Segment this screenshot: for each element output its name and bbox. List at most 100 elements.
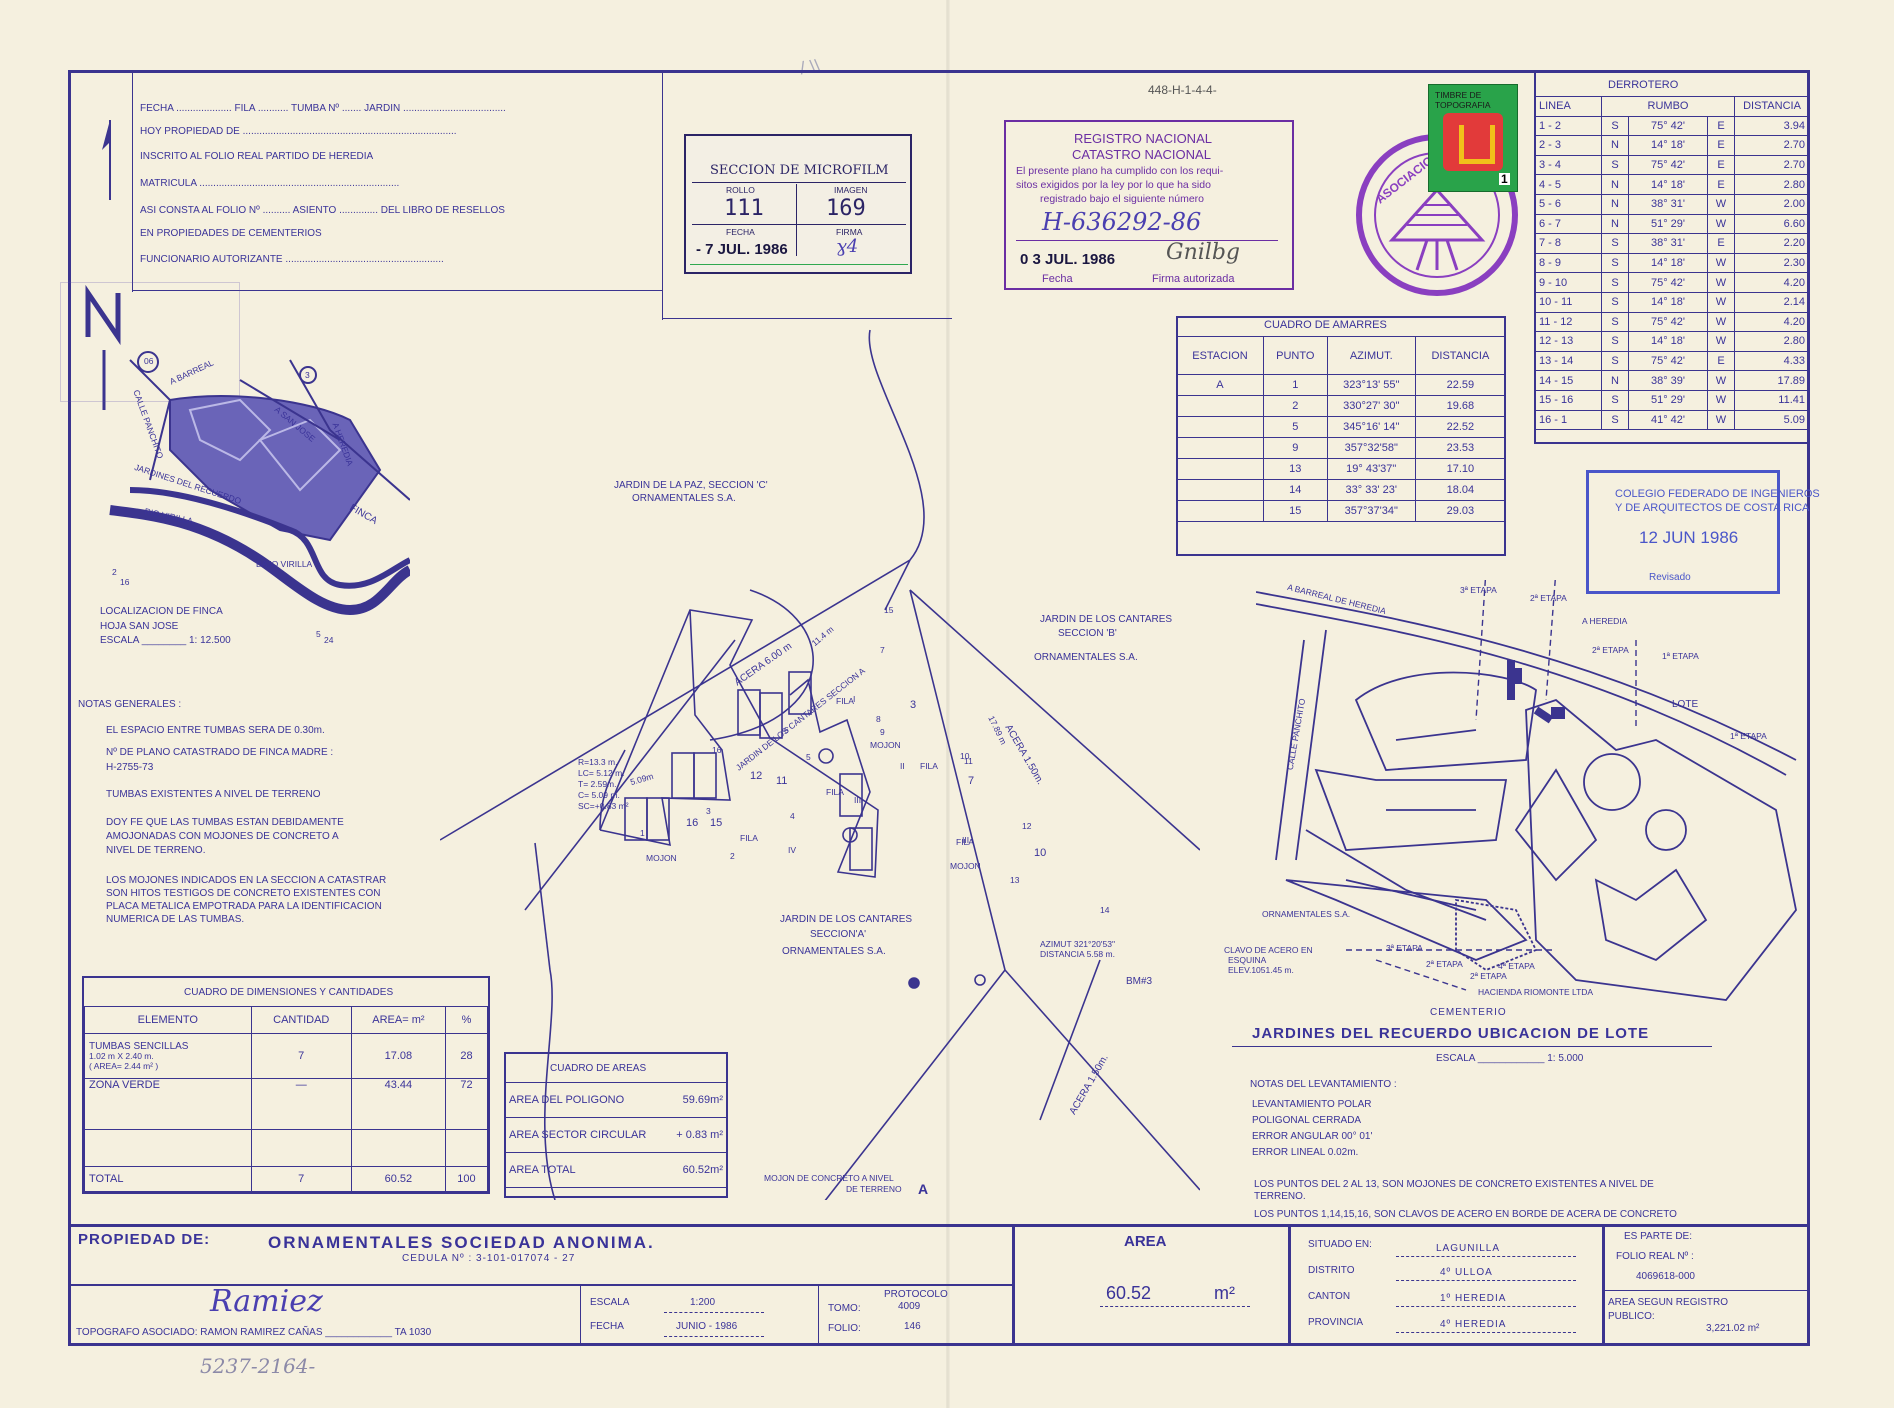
registro-title1: REGISTRO NACIONAL	[1074, 131, 1212, 146]
location-caption2: HOJA SAN JOSE	[100, 621, 179, 632]
asi-consta-line: ASI CONSTA AL FOLIO Nº .......... ASIENT…	[140, 205, 505, 216]
survey-point: 16	[712, 745, 722, 755]
colegio-stamp: COLEGIO FEDERADO DE INGENIEROS Y DE ARQU…	[1586, 470, 1820, 594]
footer-canton: 1º HEREDIA	[1440, 1293, 1507, 1304]
lev-item: ERROR ANGULAR 00° 01'	[1252, 1131, 1373, 1142]
footer-fecha: JUNIO - 1986	[676, 1321, 738, 1332]
dim-empty-3	[350, 1129, 446, 1167]
derrotero-distancia: 11.41	[1734, 389, 1810, 411]
amarres-title: CUADRO DE AMARRES	[1264, 319, 1387, 331]
footer-escala: 1:200	[690, 1297, 716, 1308]
survey-point: 13	[1010, 875, 1020, 885]
amarres-azimut: 33° 33' 23'	[1326, 479, 1416, 501]
timbre-line1: TIMBRE DE	[1435, 90, 1482, 100]
provincia-rule	[1396, 1332, 1576, 1333]
green-rule	[690, 264, 908, 265]
derrotero-ns: S	[1601, 389, 1629, 411]
derrotero-ew: W	[1707, 389, 1735, 411]
footer-div-5	[818, 1284, 819, 1346]
derrotero-angle: 51° 29'	[1628, 213, 1708, 235]
amarres-header-punto: PUNTO	[1262, 336, 1328, 375]
footer-div-3	[1602, 1224, 1605, 1346]
route-06: 06	[144, 356, 154, 366]
footer-div-1	[1012, 1224, 1015, 1346]
footer-folio-real-label: FOLIO REAL Nº :	[1616, 1251, 1694, 1262]
survey-point: 14	[1100, 905, 1110, 915]
distrito-rule	[1396, 1280, 1576, 1281]
derrotero-distancia: 17.89	[1734, 370, 1810, 391]
footer-propiedad-label: PROPIEDAD DE:	[78, 1231, 211, 1248]
cemetery-map	[1256, 580, 1797, 1001]
derrotero-angle: 14° 18'	[1628, 291, 1708, 313]
dim-total-label: TOTAL	[84, 1166, 252, 1192]
derrotero-distancia: 6.60	[1734, 213, 1810, 235]
dim-tumbas-pct: 28	[444, 1033, 489, 1079]
header-bottom-rule	[132, 290, 662, 291]
derrotero-distancia: 5.09	[1734, 409, 1810, 431]
amarres-azimut: 19° 43'37"	[1326, 458, 1416, 480]
footer-distrito: 4º ULLOA	[1440, 1267, 1493, 1278]
registro-body2: sitos exigidos por la ley por lo que ha …	[1016, 179, 1211, 191]
cemetery-cementerio: CEMENTERIO	[1430, 1007, 1507, 1018]
derrotero-linea: 9 - 10	[1534, 272, 1602, 293]
footer-area-value: 60.52	[1106, 1283, 1152, 1303]
derrotero-ew: E	[1707, 154, 1735, 176]
imagen-value: 169	[826, 196, 866, 221]
fecha-label: FECHA	[726, 227, 755, 237]
area-rule	[1100, 1306, 1250, 1307]
dim-row-empty	[84, 1129, 489, 1167]
derrotero-distancia: 2.00	[1734, 193, 1810, 215]
derrotero-ns: N	[1601, 174, 1629, 195]
jardin-paz: JARDIN DE LA PAZ, SECCION 'C'	[614, 480, 768, 491]
hoja-num-left: 2	[112, 567, 117, 577]
derrotero-angle: 75° 42'	[1628, 115, 1708, 137]
clavo3: ELEV.1051.45 m.	[1228, 965, 1294, 975]
derrotero-angle: 14° 18'	[1628, 331, 1708, 352]
footer-area-label: AREA	[1124, 1233, 1167, 1250]
mojon-label-2: MOJON	[870, 740, 901, 750]
footer-cedula: CEDULA Nº : 3-101-017074 - 27	[402, 1253, 576, 1264]
derrotero-ew: E	[1707, 233, 1735, 254]
hoja-num-right: 5	[316, 629, 321, 639]
colegio-footer: Revisado	[1649, 572, 1691, 583]
inscrito-line: INSCRITO AL FOLIO REAL PARTIDO DE HEREDI…	[140, 151, 374, 162]
derrotero-ns: S	[1601, 409, 1629, 431]
tomb-number: 3	[910, 699, 917, 711]
microfilm-divider	[796, 184, 797, 256]
areas-label: AREA DEL POLIGONO	[504, 1082, 667, 1118]
mojon-a2: DE TERRENO	[846, 1184, 902, 1194]
azimut-note2: DISTANCIA 5.58 m.	[1040, 949, 1115, 959]
dim-tumbas-area: 17.08	[350, 1033, 446, 1079]
table-row: AREA SECTOR CIRCULAR+ 0.83 m²	[504, 1117, 729, 1153]
matricula-line: MATRICULA ..............................…	[140, 178, 400, 189]
derrotero-distancia: 3.94	[1734, 115, 1810, 137]
microfilm-stamp: SECCION DE MICROFILM ROLLO IMAGEN 111 16…	[684, 134, 912, 274]
derrotero-ew: W	[1707, 291, 1735, 313]
north-arrow-icon	[102, 120, 111, 410]
fila-num-3: III	[854, 795, 862, 805]
timbre-stamp: TIMBRE DE TOPOGRAFIA 1	[1428, 84, 1518, 192]
nota-item: AMOJONADAS CON MOJONES DE CONCRETO A	[106, 831, 339, 842]
fila-num-5: III	[962, 835, 970, 845]
dim-total-pct: 100	[444, 1166, 489, 1192]
escala-rule	[664, 1312, 764, 1313]
colegio-fecha: 12 JUN 1986	[1639, 528, 1739, 547]
fila-num-2: II	[900, 761, 905, 771]
etapa-label: 2ª ETAPA	[1592, 645, 1629, 655]
tomb-number: 11	[776, 775, 788, 787]
survey-point: 3	[706, 806, 711, 816]
cemetery-ornamentales: ORNAMENTALES S.A.	[1262, 909, 1351, 919]
lev-puntos3: LOS PUNTOS 1,14,15,16, SON CLAVOS DE ACE…	[1254, 1209, 1677, 1220]
microfilm-fecha: - 7 JUL. 1986	[696, 241, 788, 258]
footer-propietario: ORNAMENTALES SOCIEDAD ANONIMA.	[268, 1233, 655, 1252]
survey-point: 4	[790, 811, 795, 821]
header-right-rule	[662, 72, 663, 320]
amarres-distancia: 17.10	[1414, 458, 1507, 480]
